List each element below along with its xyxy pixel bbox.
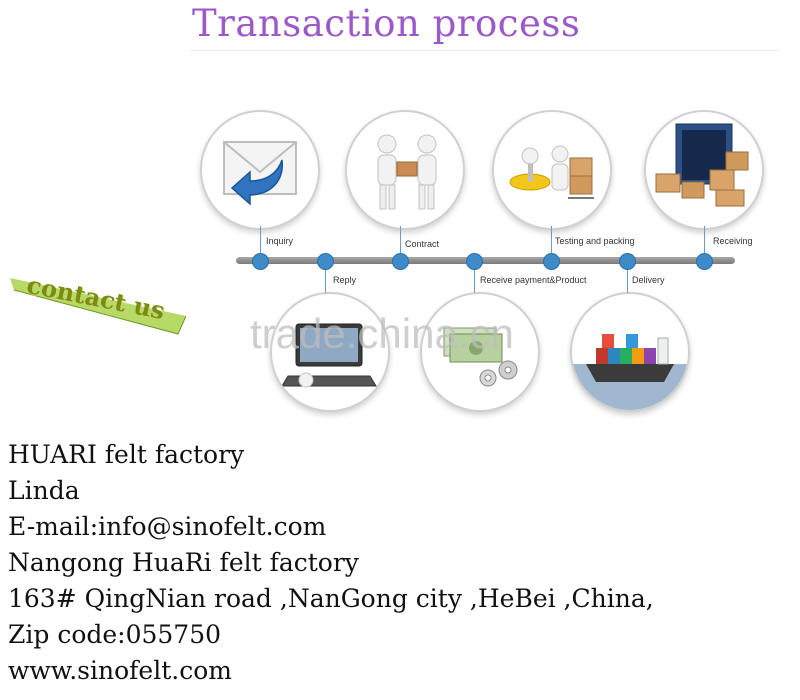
contact-us-badge[interactable]: contact us: [10, 262, 186, 340]
reply-connector: [325, 263, 326, 293]
inquiry-connector: [260, 226, 261, 259]
receiving-connector: [704, 226, 705, 259]
title-divider: [190, 50, 780, 51]
page-title: Transaction process: [192, 2, 581, 45]
laptop-typing-icon: [270, 292, 390, 412]
testing-dot: [543, 253, 560, 270]
company-name: HUARI felt factory: [8, 440, 245, 469]
scale-and-boxes-icon: [492, 110, 612, 230]
step-label-testing: Testing and packing: [555, 236, 635, 246]
website-link[interactable]: www.sinofelt.com: [8, 656, 232, 685]
contract-dot: [392, 253, 409, 270]
payment-dot: [466, 253, 483, 270]
handshake-figures-icon: [345, 110, 465, 230]
cargo-ship-icon: [570, 292, 690, 412]
container-boxes-icon: [644, 110, 764, 230]
step-label-inquiry: Inquiry: [266, 236, 294, 246]
factory-name: Nangong HuaRi felt factory: [8, 548, 359, 577]
contact-info: HUARI felt factory Linda E-mail:info@sin…: [8, 437, 654, 689]
delivery-dot: [619, 253, 636, 270]
step-label-reply: Reply: [333, 275, 357, 285]
inquiry-dot: [252, 253, 269, 270]
contract-connector: [400, 226, 401, 259]
step-label-contract: Contract: [405, 239, 440, 249]
contact-person: Linda: [8, 476, 80, 505]
envelope-reply-icon: [200, 110, 320, 230]
zip-code: Zip code:055750: [8, 620, 222, 649]
payment-connector: [474, 263, 475, 293]
address-line: 163# QingNian road ,NanGong city ,HeBei …: [8, 584, 654, 613]
email-line[interactable]: E-mail:info@sinofelt.com: [8, 512, 327, 541]
step-label-delivery: Delivery: [632, 275, 665, 285]
delivery-connector: [627, 263, 628, 293]
step-label-payment: Receive payment&Product: [480, 275, 587, 285]
step-label-receiving: Receiving: [713, 236, 753, 246]
receiving-dot: [696, 253, 713, 270]
process-timeline: [236, 257, 735, 264]
cash-and-parts-icon: [420, 292, 540, 412]
watermark: trade.china.cn: [250, 310, 514, 357]
testing-connector: [551, 226, 552, 259]
reply-dot: [317, 253, 334, 270]
